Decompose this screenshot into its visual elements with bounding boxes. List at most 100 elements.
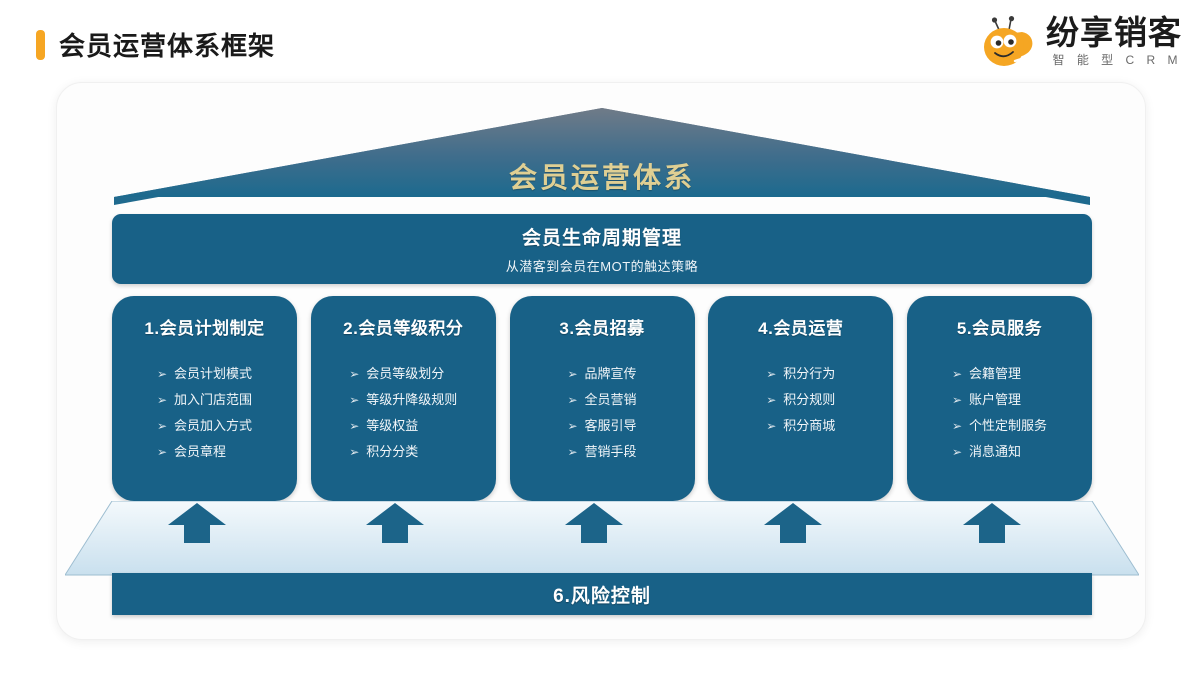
pillar-title: 3.会员招募 [559,319,645,338]
risk-control-label: 6.风险控制 [553,585,651,607]
list-item-label: 营销手段 [584,444,637,459]
arrow-bullet-icon: ➢ [156,419,168,433]
list-item-label: 积分规则 [783,392,836,407]
arrow-bullet-icon: ➢ [156,393,168,407]
arrow-slot [104,501,289,549]
list-item: ➢ 会员加入方式 [157,415,252,434]
lifecycle-banner: 会员生命周期管理 从潜客到会员在MOT的触达策略 [112,214,1092,284]
list-item: ➢ 会员章程 [157,441,252,460]
list-item-label: 会员等级划分 [366,366,445,381]
list-item: ➢ 等级权益 [349,415,457,434]
list-item: ➢ 客服引导 [567,415,636,434]
arrow-slot [502,501,687,549]
lifecycle-title: 会员生命周期管理 [521,228,682,249]
list-item: ➢ 会员计划模式 [157,363,252,382]
arrow-bullet-icon: ➢ [951,445,963,459]
pillar-item-list: ➢ 会籍管理 ➢ 账户管理 ➢ 个性定制服务 ➢ 消息通知 [952,363,1047,460]
page-title: 会员运营体系框架 [59,31,276,61]
list-item: ➢ 会员等级划分 [349,363,457,382]
list-item-label: 消息通知 [969,444,1022,459]
list-item-label: 会员计划模式 [174,366,253,381]
list-item: ➢ 品牌宣传 [567,363,636,382]
arrow-bullet-icon: ➢ [567,419,578,433]
logo-subtitle: 智 能 型 C R M [1052,53,1182,67]
list-item-label: 会员章程 [174,444,227,459]
arrow-bullet-icon: ➢ [349,393,360,407]
list-item-label: 个性定制服务 [969,418,1048,433]
pillar-title: 1.会员计划制定 [144,319,265,338]
list-item-label: 客服引导 [584,418,637,433]
list-item-label: 品牌宣传 [584,366,637,381]
up-arrow-icon [166,501,228,549]
pillar-title: 2.会员等级积分 [343,319,464,338]
temple-diagram: 会员运营体系 会员生命周期管理 从潜客到会员在MOT的触达策略 1.会员计划制定… [57,83,1147,641]
list-item-label: 会员加入方式 [174,418,253,433]
arrow-bullet-icon: ➢ [567,393,578,407]
list-item: ➢ 账户管理 [952,389,1047,408]
list-item-label: 等级权益 [366,418,419,433]
pillar-title: 4.会员运营 [758,319,844,338]
page-title-group: 会员运营体系框架 [36,26,275,63]
title-accent-bar [36,29,45,60]
arrow-bullet-icon: ➢ [349,419,360,433]
pillar-item-list: ➢ 会员等级划分 ➢ 等级升降级规则 ➢ 等级权益 ➢ 积分分类 [349,363,457,460]
up-arrow-icon [364,501,426,549]
arrow-bullet-icon: ➢ [349,367,360,381]
list-item: ➢ 消息通知 [952,441,1047,460]
lifecycle-subtitle: 从潜客到会员在MOT的触达策略 [505,259,699,274]
arrow-bullet-icon: ➢ [951,367,963,381]
pillar-title: 5.会员服务 [956,319,1043,338]
arrow-bullet-icon: ➢ [766,367,777,381]
list-item-label: 加入门店范围 [174,392,253,407]
arrow-bullet-icon: ➢ [951,393,963,407]
arrow-slot [700,501,885,549]
pillar-item-list: ➢ 积分行为 ➢ 积分规则 ➢ 积分商城 [766,363,835,434]
list-item-label: 会籍管理 [969,366,1022,381]
list-item-label: 积分商城 [783,418,836,433]
pillar-item-list: ➢ 会员计划模式 ➢ 加入门店范围 ➢ 会员加入方式 ➢ 会员章程 [157,363,252,460]
arrow-slot [303,501,488,549]
roof-label: 会员运营体系 [508,162,695,193]
pillar-card-1[interactable]: 1.会员计划制定 ➢ 会员计划模式 ➢ 加入门店范围 ➢ 会员加入方式 ➢ 会员章程 [112,296,297,501]
diagram-card: 会员运营体系 会员生命周期管理 从潜客到会员在MOT的触达策略 1.会员计划制定… [56,82,1146,640]
diagram-roof: 会员运营体系 [114,108,1090,205]
pillar-card-3[interactable]: 3.会员招募 ➢ 品牌宣传 ➢全员营销 ➢ 客服引导 ➢ 营销手段 [509,296,695,501]
pillar-card-5[interactable]: 5.会员服务 ➢ 会籍管理 ➢ 账户管理 ➢ 个性定制服务 ➢ 消息通知 [907,296,1092,501]
arrow-bullet-icon: ➢ [567,445,578,459]
arrow-bullet-icon: ➢ [349,445,360,459]
arrow-bullet-icon: ➢ [567,367,578,381]
arrow-row [104,501,1084,549]
list-item: ➢ 积分分类 [349,441,457,460]
list-item-label: 积分行为 [783,366,836,381]
list-item: ➢ 积分商城 [766,415,835,434]
logo-name: 纷享销客 [1046,14,1182,51]
arrow-bullet-icon: ➢ [951,419,963,433]
slide-header: 会员运营体系框架 [0,0,1200,88]
list-item: ➢ 加入门店范围 [157,389,252,408]
list-item-label: 账户管理 [969,392,1022,407]
up-arrow-icon [563,501,625,549]
up-arrow-icon [762,501,824,549]
pillar-row: 1.会员计划制定 ➢ 会员计划模式 ➢ 加入门店范围 ➢ 会员加入方式 ➢ 会员章程 2… [112,296,1092,501]
arrow-slot [899,501,1084,549]
list-item: ➢ 等级升降级规则 [349,389,457,408]
logo-text-block: 纷享销客 智 能 型 C R M [1046,16,1182,66]
list-item: ➢ 个性定制服务 [952,415,1047,434]
list-item: ➢ 会籍管理 [952,363,1047,382]
list-item-label: 积分分类 [366,444,419,459]
pillar-card-4[interactable]: 4.会员运营 ➢ 积分行为 ➢ 积分规则 ➢ 积分商城 [708,296,894,501]
list-item: ➢ 营销手段 [567,441,636,460]
brand-logo: 纷享销客 智 能 型 C R M [982,16,1182,70]
risk-control-bar[interactable]: 6.风险控制 [112,573,1092,615]
list-item-label: 等级升降级规则 [366,392,458,407]
up-arrow-icon [961,501,1023,549]
arrow-bullet-icon: ➢ [156,445,168,459]
bee-mascot-icon [982,16,1038,70]
list-item: ➢ 积分行为 [766,363,835,382]
arrow-bullet-icon: ➢ [766,393,777,407]
list-item: ➢全员营销 [567,389,636,408]
arrow-bullet-icon: ➢ [766,419,777,433]
pillar-card-2[interactable]: 2.会员等级积分 ➢ 会员等级划分 ➢ 等级升降级规则 ➢ 等级权益 ➢ 积分分类 [310,296,496,501]
arrow-bullet-icon: ➢ [156,367,168,381]
